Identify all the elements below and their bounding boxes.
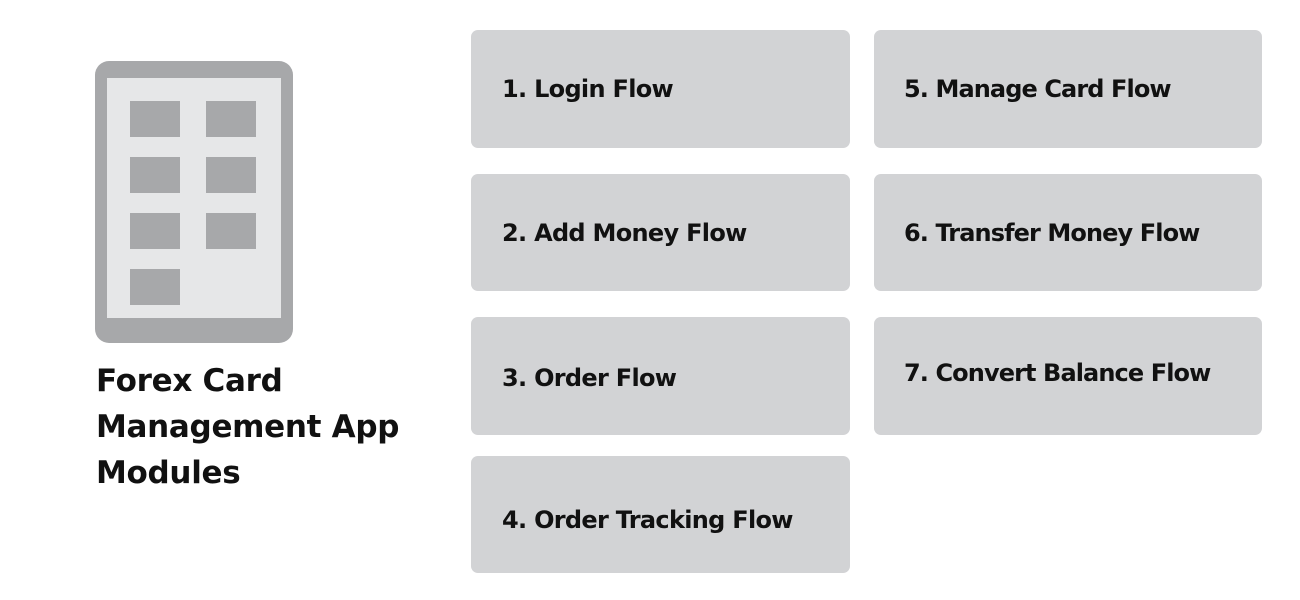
app-tile-icon xyxy=(130,213,180,249)
phone-screen xyxy=(107,78,281,318)
module-order-flow[interactable]: 3. Order Flow xyxy=(471,317,850,435)
module-manage-card-flow[interactable]: 5. Manage Card Flow xyxy=(874,30,1262,148)
module-label: 6. Transfer Money Flow xyxy=(904,218,1200,247)
app-tile-icon xyxy=(130,101,180,137)
app-tile-icon xyxy=(206,157,256,193)
module-add-money-flow[interactable]: 2. Add Money Flow xyxy=(471,174,850,291)
app-tile-icon xyxy=(206,101,256,137)
app-tile-icon xyxy=(130,157,180,193)
app-tile-icon xyxy=(130,269,180,305)
module-label: 7. Convert Balance Flow xyxy=(904,359,1211,387)
module-label: 2. Add Money Flow xyxy=(502,218,747,247)
page-title: Forex Card Management App Modules xyxy=(96,363,400,491)
module-convert-balance-flow[interactable]: 7. Convert Balance Flow xyxy=(874,317,1262,435)
module-label: 1. Login Flow xyxy=(502,75,674,103)
module-order-tracking-flow[interactable]: 4. Order Tracking Flow xyxy=(471,456,850,573)
module-login-flow[interactable]: 1. Login Flow xyxy=(471,30,850,148)
module-transfer-money-flow[interactable]: 6. Transfer Money Flow xyxy=(874,174,1262,291)
module-label: 3. Order Flow xyxy=(502,363,677,392)
app-tile-icon xyxy=(206,213,256,249)
module-label: 4. Order Tracking Flow xyxy=(502,505,793,534)
mobile-app-icon xyxy=(95,61,293,343)
module-label: 5. Manage Card Flow xyxy=(904,75,1172,103)
